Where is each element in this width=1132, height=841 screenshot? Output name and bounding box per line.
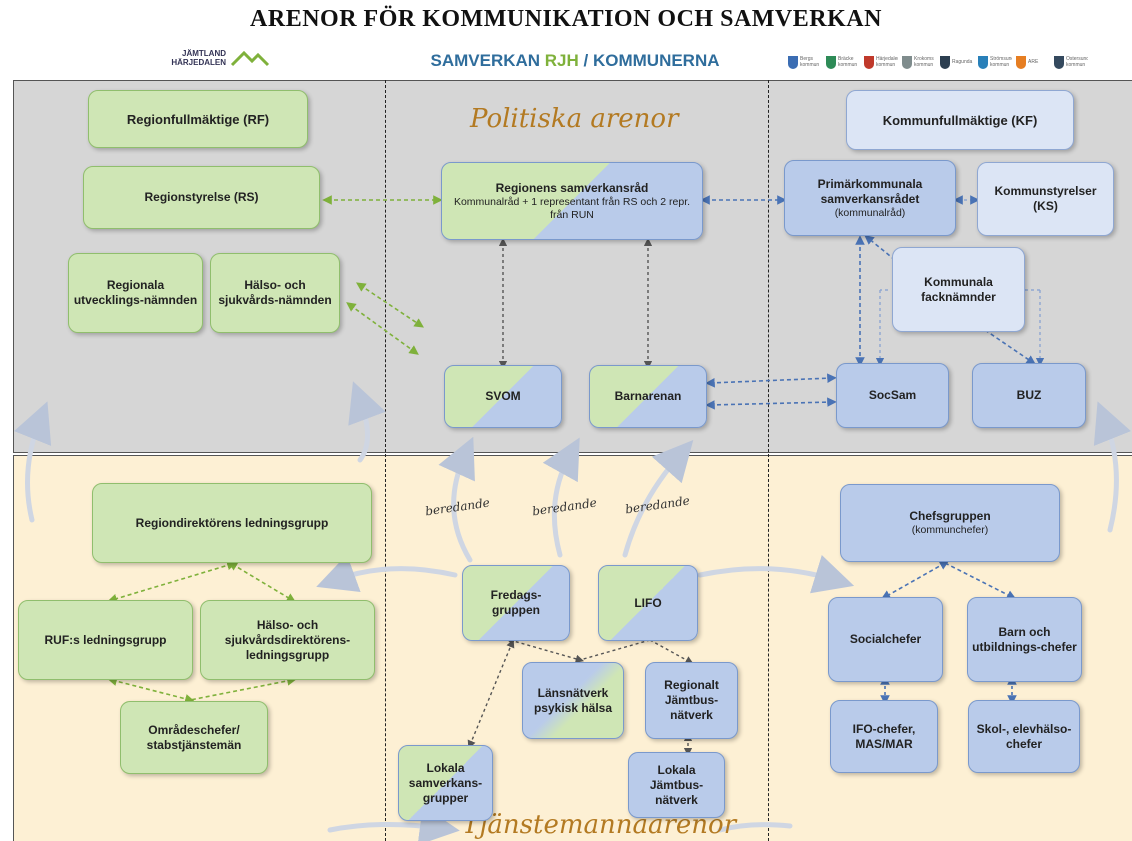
samverkansrad-title: Regionens samverkansråd bbox=[495, 180, 649, 195]
shield-icon bbox=[864, 55, 874, 69]
municipal-logo-text: Ragunda bbox=[952, 59, 973, 65]
region-jh-logo: JÄMTLAND HÄRJEDALEN bbox=[150, 45, 270, 75]
municipal-logo: Östersunds kommun bbox=[1054, 55, 1088, 69]
svom-box: SVOM bbox=[444, 365, 562, 428]
region-logo-text: JÄMTLAND HÄRJEDALEN bbox=[171, 49, 226, 67]
chefsgruppen-sub: (kommunchefer) bbox=[911, 524, 989, 536]
lokala-jamtbus-box: Lokala Jämtbus-nätverk bbox=[628, 752, 725, 818]
samverkansrad-content: Regionens samverkansråd Kommunalråd + 1 … bbox=[446, 181, 698, 222]
municipal-logo: ÅRE bbox=[1016, 55, 1050, 69]
municipal-logo-text: Krokoms kommun bbox=[914, 56, 934, 68]
municipal-logo: Strömsunds kommun bbox=[978, 55, 1012, 69]
socsam-box: SocSam bbox=[836, 363, 949, 428]
hsd-ledningsgrupp-box: Hälso- och sjukvårdsdirektörens-lednings… bbox=[200, 600, 375, 680]
shield-icon bbox=[940, 55, 950, 69]
shield-icon bbox=[826, 55, 836, 69]
barn-utbildningschefer-box: Barn och utbildnings-chefer bbox=[967, 597, 1082, 682]
subtitle-samverkan: SAMVERKAN bbox=[430, 51, 545, 70]
political-arena-label: Politiska arenor bbox=[470, 104, 679, 134]
regionens-samverkansrad-box: Regionens samverkansråd Kommunalråd + 1 … bbox=[441, 162, 703, 240]
jamtbus-regionalt-box: Regionalt Jämtbus-nätverk bbox=[645, 662, 738, 739]
municipal-logo-text: Bräcke kommun bbox=[838, 56, 858, 68]
shield-icon bbox=[1054, 55, 1064, 69]
municipal-logo: Härjedalens kommun bbox=[864, 55, 898, 69]
lifo-box: LIFO bbox=[598, 565, 698, 641]
shield-icon bbox=[978, 55, 988, 69]
page-title: ARENOR FÖR KOMMUNIKATION OCH SAMVERKAN bbox=[250, 6, 882, 32]
ruf-ledningsgrupp-box: RUF:s ledningsgrupp bbox=[18, 600, 193, 680]
municipal-logo: Bräcke kommun bbox=[826, 55, 860, 69]
regionfullmaktige-box: Regionfullmäktige (RF) bbox=[88, 90, 308, 148]
fredagsgruppen-box: Fredags-gruppen bbox=[462, 565, 570, 641]
municipal-logo: Ragunda bbox=[940, 55, 974, 69]
chefsgruppen-content: Chefsgruppen (kommunchefer) bbox=[909, 509, 990, 537]
divider-left bbox=[385, 80, 386, 841]
lansnatverk-box: Länsnätverk psykisk hälsa bbox=[522, 662, 624, 739]
subtitle-kommunerna: / KOMMUNERNA bbox=[578, 51, 720, 70]
facknamnder-box: Kommunala facknämnder bbox=[892, 247, 1025, 332]
shield-icon bbox=[788, 55, 798, 69]
omradeschefer-box: Områdeschefer/ stabstjänstemän bbox=[120, 701, 268, 774]
hsn-box: Hälso- och sjukvårds-nämnden bbox=[210, 253, 340, 333]
divider-right bbox=[768, 80, 769, 841]
primarkommunala-sub: (kommunalråd) bbox=[834, 206, 906, 219]
kommunstyrelser-box: Kommunstyrelser (KS) bbox=[977, 162, 1114, 236]
kommunfullmaktige-box: Kommunfullmäktige (KF) bbox=[846, 90, 1074, 150]
municipal-logo: Bergs kommun bbox=[788, 55, 822, 69]
regiondirektorens-box: Regiondirektörens ledningsgrupp bbox=[92, 483, 372, 563]
shield-icon bbox=[902, 55, 912, 69]
skol-elevhalsochefer-box: Skol-, elevhälso-chefer bbox=[968, 700, 1080, 773]
barnarenan-box: Barnarenan bbox=[589, 365, 707, 428]
municipal-logo-text: Härjedalens kommun bbox=[876, 56, 898, 68]
primarkommunala-content: Primärkommunala samverkansrådet (kommuna… bbox=[789, 177, 951, 220]
municipal-logos: Bergs kommun Bräcke kommun Härjedalens kom… bbox=[788, 52, 1128, 72]
ifo-chefer-box: IFO-chefer, MAS/MAR bbox=[830, 700, 938, 773]
municipal-logo-text: Strömsunds kommun bbox=[990, 56, 1012, 68]
regionstyrelse-box: Regionstyrelse (RS) bbox=[83, 166, 320, 229]
municipal-logo-text: ÅRE bbox=[1028, 59, 1039, 65]
primarkommunala-box: Primärkommunala samverkansrådet (kommuna… bbox=[784, 160, 956, 236]
chefsgruppen-title: Chefsgruppen bbox=[909, 509, 991, 523]
primarkommunala-title: Primärkommunala samverkansrådet bbox=[817, 176, 923, 206]
chefsgruppen-box: Chefsgruppen (kommunchefer) bbox=[840, 484, 1060, 562]
buz-box: BUZ bbox=[972, 363, 1086, 428]
lokala-samverkansgrupper-box: Lokala samverkans-grupper bbox=[398, 745, 493, 821]
mountain-icon bbox=[230, 50, 270, 67]
shield-icon bbox=[1016, 55, 1026, 69]
municipal-logo: Krokoms kommun bbox=[902, 55, 936, 69]
subtitle: SAMVERKAN RJH / KOMMUNERNA bbox=[400, 51, 750, 71]
run-box: Regionala utvecklings-nämnden bbox=[68, 253, 203, 333]
samverkansrad-text: Kommunalråd + 1 representant från RS och… bbox=[453, 195, 691, 221]
subtitle-rjh: RJH bbox=[544, 51, 579, 70]
municipal-logo-text: Östersunds kommun bbox=[1066, 56, 1088, 68]
socialchefer-box: Socialchefer bbox=[828, 597, 943, 682]
municipal-logo-text: Bergs kommun bbox=[800, 56, 820, 68]
